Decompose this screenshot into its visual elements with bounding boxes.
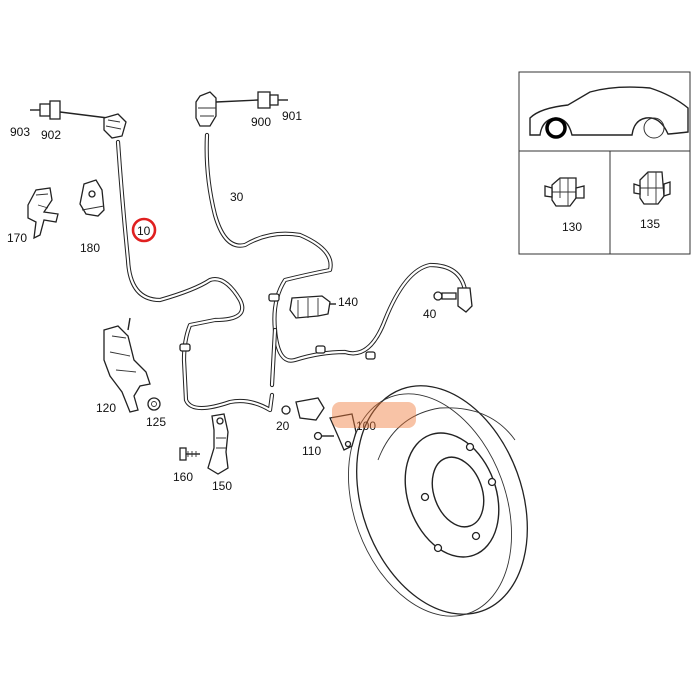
sensor-cable-30	[204, 132, 468, 388]
watermark-smudge	[332, 402, 416, 428]
label-902: 902	[41, 128, 61, 142]
part-130-connector-icon	[544, 177, 585, 207]
label-40: 40	[423, 307, 437, 321]
sensor-cable-10	[115, 139, 275, 413]
holder-120	[103, 317, 151, 413]
label-120: 120	[96, 401, 116, 415]
label-130: 130	[562, 220, 582, 234]
bolt-40	[433, 287, 473, 313]
label-125: 125	[146, 415, 166, 429]
label-135: 135	[640, 217, 660, 231]
label-901: 901	[282, 109, 302, 123]
label-160: 160	[173, 470, 193, 484]
mount-100	[329, 413, 357, 451]
nut-125	[147, 397, 161, 411]
clip-140	[289, 295, 336, 319]
bracket-180	[79, 179, 105, 217]
label-150: 150	[212, 479, 232, 493]
connector-902-903	[30, 100, 127, 139]
brake-disc	[348, 385, 528, 617]
highlight-ring-10	[131, 217, 157, 243]
label-170: 170	[7, 231, 27, 245]
bracket-150	[207, 413, 229, 475]
label-100: 100	[356, 419, 376, 433]
sensor-20	[281, 397, 325, 421]
connector-900-901	[195, 91, 288, 127]
cable-grommets	[179, 293, 376, 360]
label-10: 10	[137, 224, 151, 238]
front-wheel-marker-icon	[545, 117, 567, 139]
label-30: 30	[230, 190, 244, 204]
label-110: 110	[302, 444, 321, 458]
vehicle-location-inset: 130 135	[518, 71, 691, 255]
label-900: 900	[251, 115, 271, 129]
label-140: 140	[338, 295, 358, 309]
part-135-connector-icon	[633, 171, 671, 205]
bolt-110	[313, 431, 334, 441]
bracket-170	[27, 187, 59, 240]
label-20: 20	[276, 419, 290, 433]
bolt-160	[179, 447, 200, 461]
label-180: 180	[80, 241, 100, 255]
label-903: 903	[10, 125, 30, 139]
